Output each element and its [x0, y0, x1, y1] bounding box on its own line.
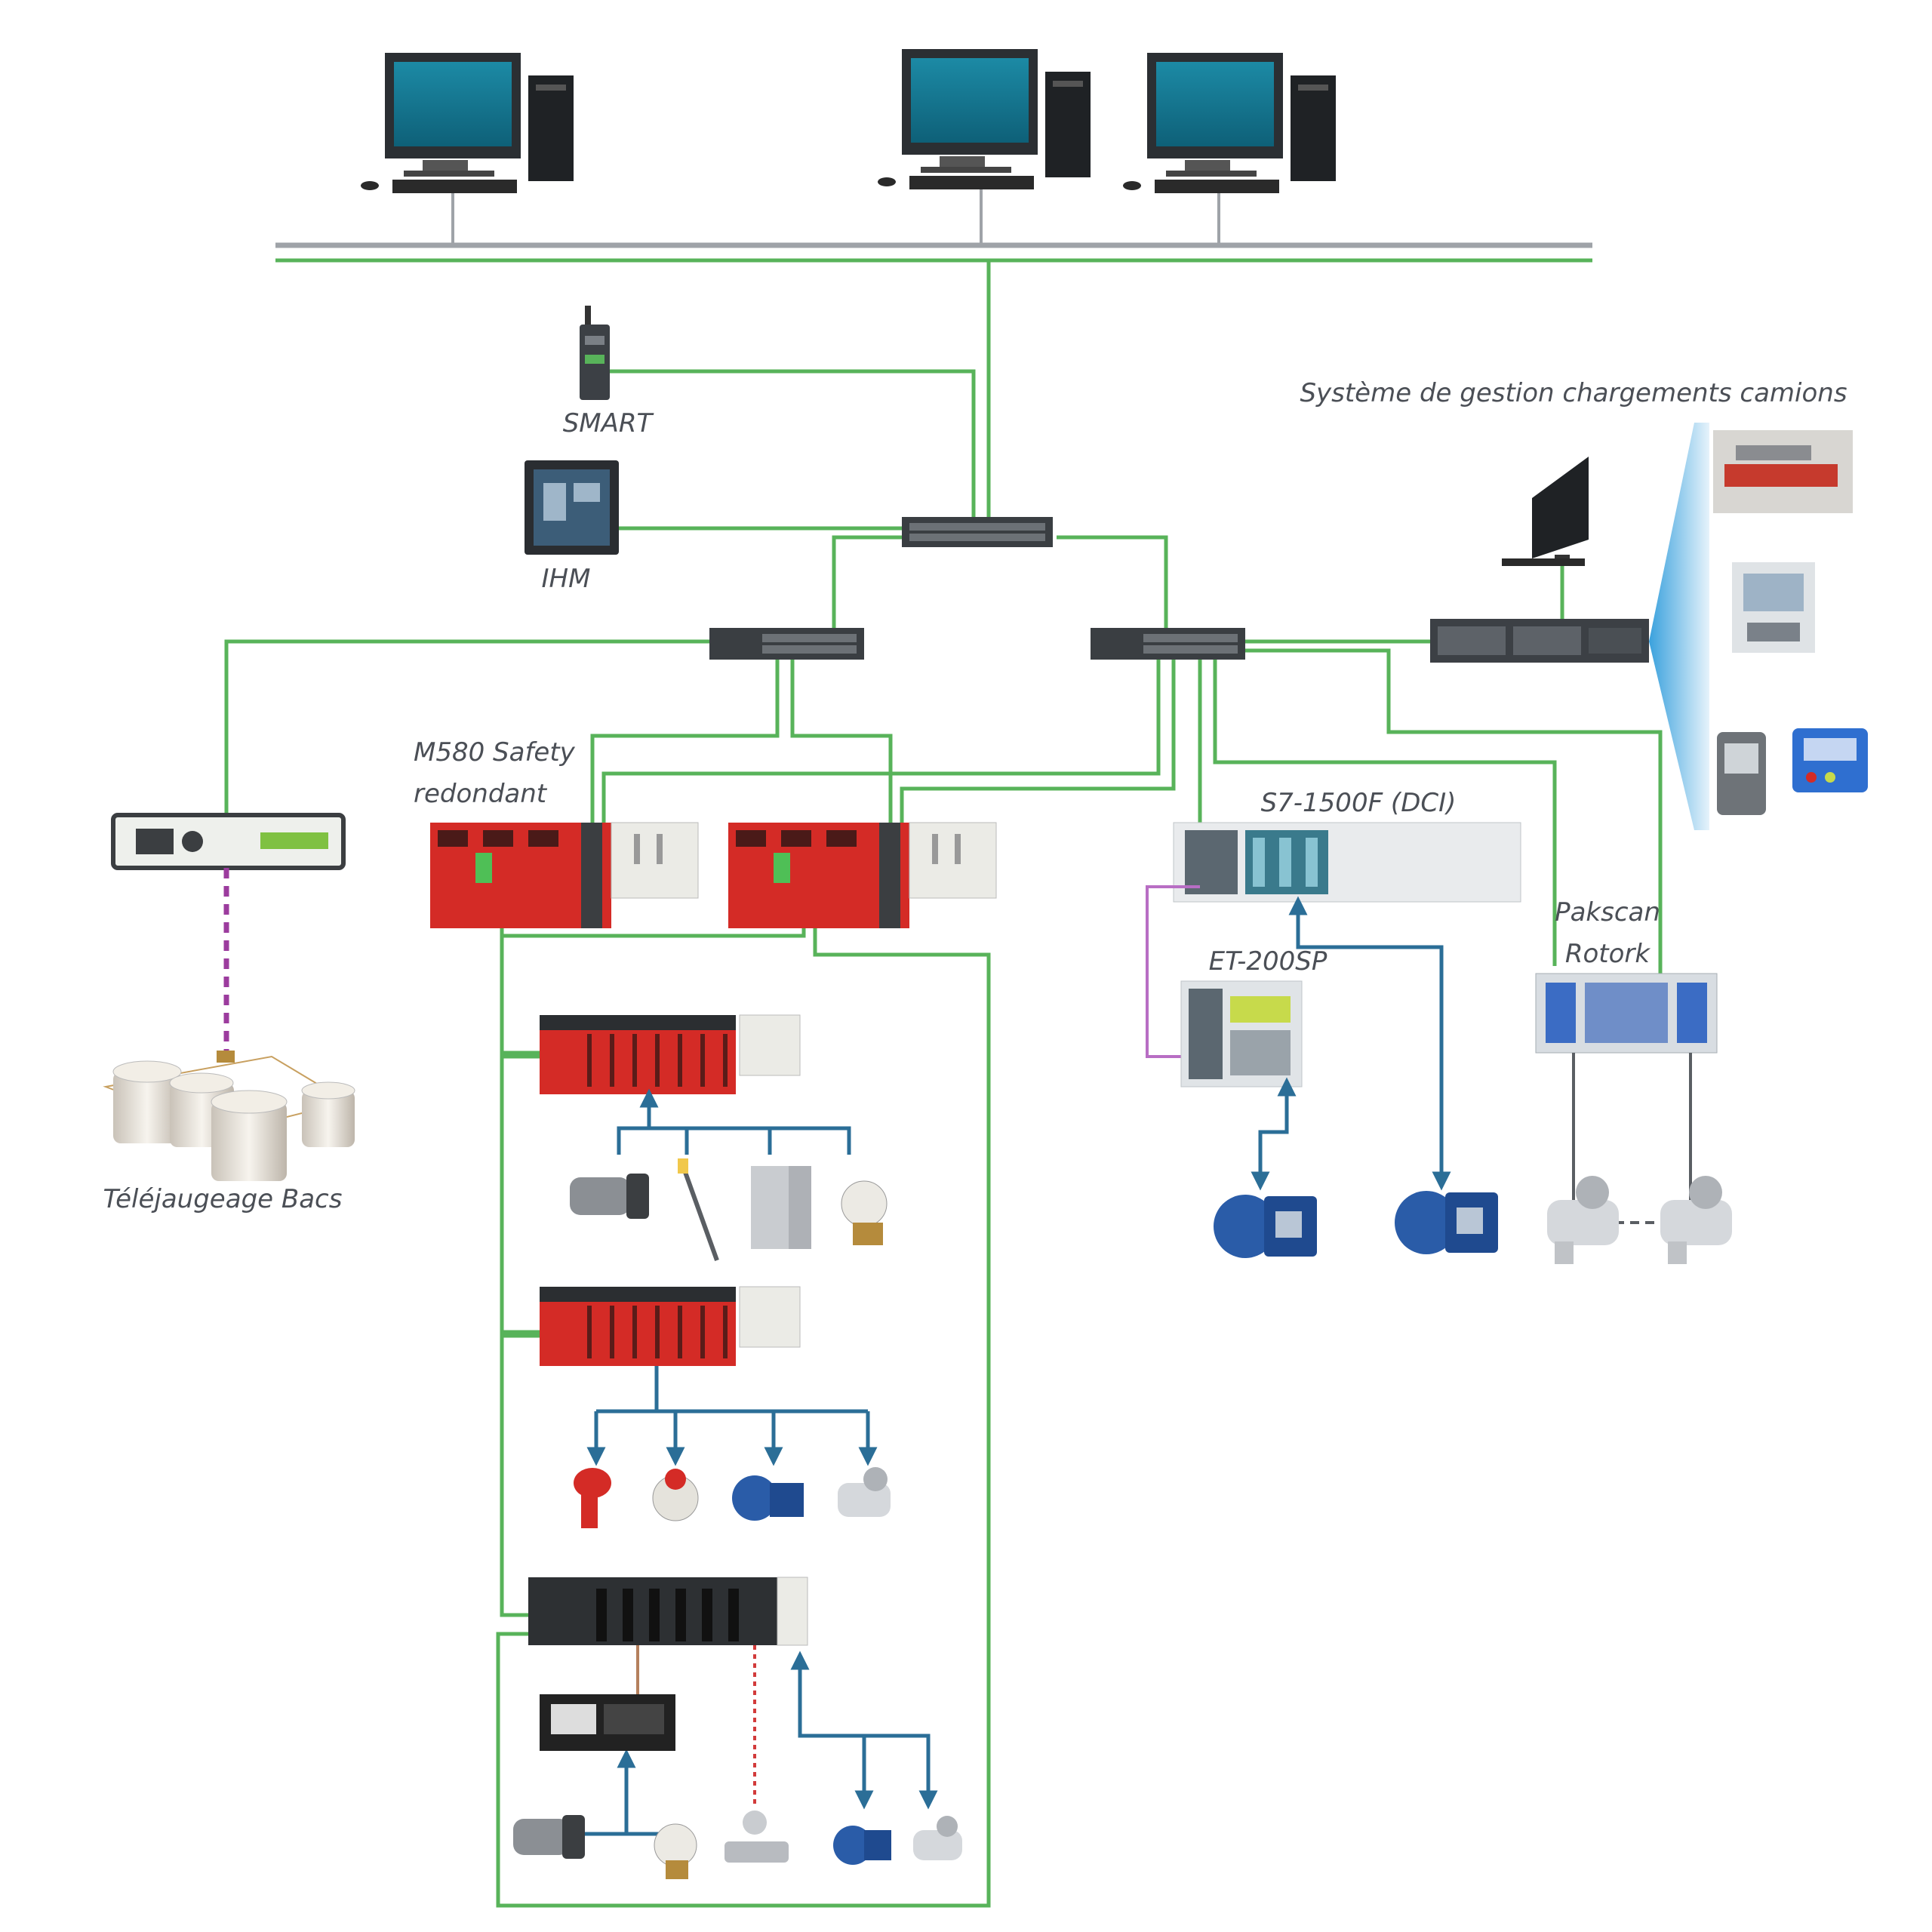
io-module-icon	[528, 1577, 808, 1646]
pump-icon	[833, 1826, 891, 1865]
pakscan-master-station	[1535, 973, 1718, 1054]
level-sensor-icon	[513, 1815, 585, 1859]
level-sensor-icon	[570, 1174, 649, 1219]
meter-device	[1717, 732, 1766, 815]
s7-label: S7-1500F (DCI)	[1261, 788, 1457, 818]
monitor-icon	[1502, 457, 1589, 566]
network-switch-right	[1091, 628, 1245, 660]
pakscan-label-line2: Rotork	[1565, 939, 1651, 969]
tank-gauging-unit	[111, 813, 346, 870]
actuator-1	[1547, 1176, 1619, 1264]
workstation-icon	[1123, 53, 1336, 193]
flowmeter-icon	[724, 1810, 789, 1863]
instruments-row-3	[513, 1694, 962, 1879]
ihm-panel: IHM	[525, 460, 619, 594]
m580-cpu-rack-2	[728, 822, 997, 928]
truck-system-label: Système de gestion chargements camions	[1300, 378, 1847, 408]
loading-arm	[1713, 430, 1853, 513]
valve-actuator-icon	[1547, 1176, 1619, 1264]
tank-icon	[103, 1051, 355, 1181]
network-switch-core	[902, 517, 1053, 547]
level-sensor-icon	[751, 1166, 811, 1249]
workstation-3	[1123, 53, 1336, 193]
remote-io-rack-2	[540, 1286, 801, 1366]
valve-actuator-icon	[913, 1816, 962, 1860]
truck-system-fan	[1649, 423, 1709, 830]
et200-label: ET-200SP	[1209, 946, 1327, 977]
hmi-panel-icon	[525, 460, 619, 555]
valve-actuator-icon	[654, 1823, 697, 1879]
s7-fieldbus-links	[1251, 896, 1451, 1191]
server-icon	[1430, 619, 1649, 663]
io-module-icon	[540, 1014, 801, 1094]
io-module-icon	[1180, 980, 1303, 1088]
tank-gauging-label: Téléjaugeage Bacs	[103, 1184, 343, 1214]
workstation-icon	[878, 49, 1091, 189]
smart-gateway: SMART	[563, 306, 654, 438]
instruments-row-2	[574, 1467, 891, 1528]
network-backbone	[275, 242, 1592, 263]
s7-1500f-rack	[1173, 822, 1521, 903]
plc-rack-icon	[728, 822, 997, 928]
plc-rack-icon	[1173, 822, 1521, 903]
pakscan-label-line1: Pakscan	[1555, 897, 1660, 928]
probe-icon	[678, 1158, 719, 1262]
pakscan-loop	[1572, 1053, 1692, 1224]
network-switch-icon	[1091, 628, 1245, 660]
ethernet-links	[224, 260, 1663, 1908]
pump-1	[1214, 1195, 1317, 1258]
remote-io-rack-3	[528, 1577, 808, 1646]
instruments-row-1	[570, 1158, 888, 1262]
ihm-label: IHM	[542, 564, 591, 594]
valve-actuator-icon	[838, 1467, 891, 1517]
pump-2	[1395, 1191, 1498, 1254]
actuator-2	[1660, 1176, 1732, 1264]
fieldbus-links	[570, 1088, 938, 1836]
truck-system-monitor	[1502, 457, 1589, 566]
profibus-link	[1146, 885, 1200, 1058]
workstation-2	[878, 49, 1091, 189]
plc-rack-icon	[430, 822, 699, 928]
controller-display-icon	[540, 1694, 675, 1751]
workstation-icon	[361, 53, 574, 193]
wireless-gateway-icon	[580, 306, 610, 400]
network-switch-left	[709, 628, 864, 660]
remote-io-rack-1	[540, 1014, 801, 1094]
batch-controller	[1792, 728, 1868, 792]
m580-label-line1: M580 Safety	[414, 737, 576, 768]
workstation-1	[361, 53, 574, 193]
network-switch-icon	[902, 517, 1053, 547]
valve-actuator-icon	[652, 1469, 699, 1521]
m580-label-line2: redondant	[414, 779, 548, 809]
m580-cpu-rack-1	[430, 822, 699, 928]
valve-actuator-icon	[1660, 1176, 1732, 1264]
et-200sp-station	[1180, 980, 1303, 1088]
pump-icon	[1214, 1195, 1317, 1258]
card-reader	[1732, 562, 1815, 653]
valve-actuator-icon	[574, 1468, 611, 1528]
tank-farm: Téléjaugeage Bacs	[103, 1051, 355, 1214]
io-module-icon	[540, 1286, 801, 1366]
pump-icon	[732, 1475, 804, 1521]
pump-icon	[1395, 1191, 1498, 1254]
smart-label: SMART	[563, 408, 654, 438]
valve-actuator-icon	[841, 1180, 888, 1245]
network-switch-icon	[709, 628, 864, 660]
truck-system-server	[1430, 619, 1649, 663]
